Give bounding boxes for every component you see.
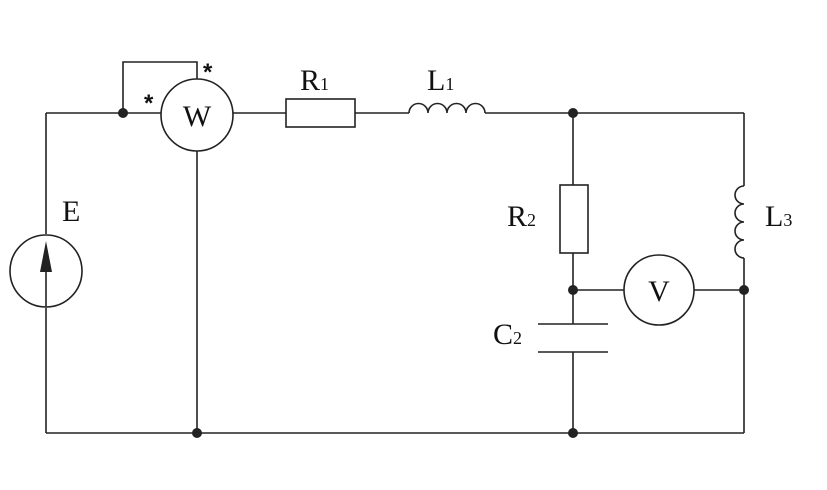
resistor-icon [559, 184, 589, 254]
inductor-icon [734, 185, 745, 259]
voltmeter-label: V [648, 275, 670, 308]
wattmeter-voltage-loop [122, 61, 198, 113]
wattmeter-label: W [183, 100, 212, 133]
inductor-icon [408, 102, 486, 114]
voltage-source-icon [9, 234, 83, 308]
l3-label: L3 [765, 200, 792, 233]
r2-label: R2 [507, 200, 536, 233]
voltmeter-icon [623, 254, 695, 326]
source-label: E [62, 195, 80, 228]
resistor-icon [285, 98, 356, 128]
wattmeter-current-star: * [144, 90, 154, 117]
junction-dot [568, 285, 578, 295]
junction-dot [118, 108, 128, 118]
junction-dot [739, 285, 749, 295]
junctions [118, 108, 749, 438]
r1-label: R1 [300, 64, 329, 97]
junction-dot [192, 428, 202, 438]
junction-dot [568, 428, 578, 438]
capacitor-icon [538, 323, 608, 353]
wattmeter-voltage-star: * [203, 59, 213, 86]
wires [45, 61, 745, 434]
l1-label: L1 [427, 64, 454, 97]
junction-dot [568, 108, 578, 118]
c2-label: C2 [493, 318, 522, 351]
wattmeter-icon [160, 78, 234, 152]
